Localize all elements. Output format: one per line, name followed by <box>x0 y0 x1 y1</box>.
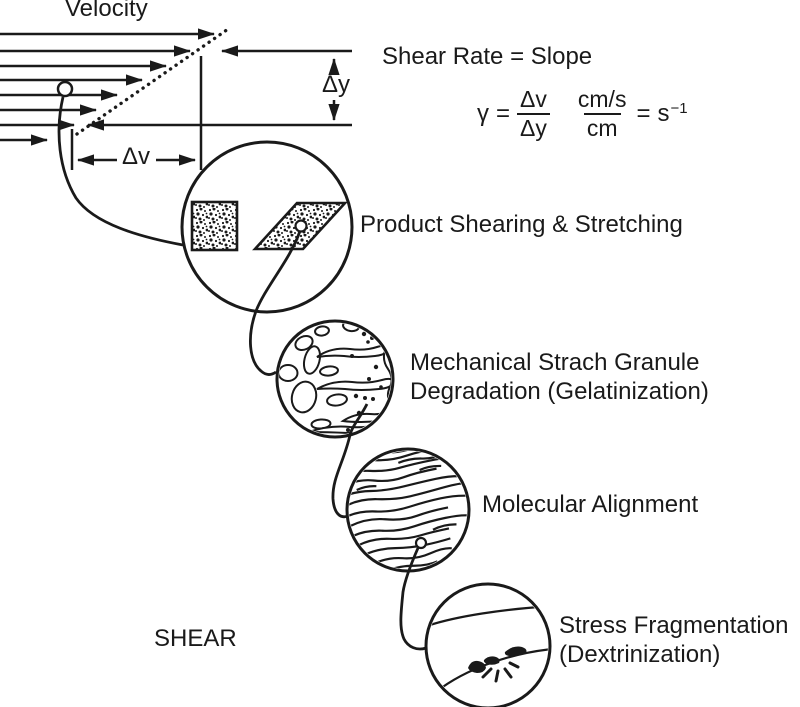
callout-curve-1-2 <box>249 230 302 376</box>
stage-2-label-line2: Degradation (Gelatinization) <box>410 378 709 405</box>
delta-y-label: Δy <box>322 71 351 98</box>
equation-result: s−1 <box>657 100 687 128</box>
equation-equals-1: = <box>496 99 511 127</box>
shear-band-boundary-lines <box>70 45 352 170</box>
stage-4-circle-fragmentation <box>424 582 552 707</box>
stage-2-label-line1: Mechanical Strach Granule <box>410 349 700 376</box>
stage-4-label-line1: Stress Fragmentation <box>559 612 789 639</box>
stage-2-label: Mechanical Strach Granule Degradation (G… <box>410 348 709 406</box>
equation-denominator-dy: Δy <box>517 113 550 140</box>
callout-curve-2-3 <box>331 403 369 519</box>
stage-3-circle-alignment <box>341 444 471 651</box>
shear-rate-title: Shear Rate = Slope <box>382 43 593 70</box>
stage-4-label-line2: (Dextrinization) <box>559 641 721 668</box>
equation-numerator-units: cm/s <box>577 86 627 112</box>
stage-1-circle-shearing <box>180 140 354 376</box>
callout-curve-3-4 <box>399 547 427 651</box>
equation-denominator-units: cm <box>583 113 621 140</box>
equation-gamma: γ <box>477 99 489 127</box>
stage-3-label: Molecular Alignment <box>482 491 699 518</box>
equation-fraction-dv-dy: Δv Δy <box>517 87 550 140</box>
equation-result-exponent: −1 <box>670 99 688 117</box>
equation-fraction-units: cm/s cm <box>575 87 630 140</box>
delta-v-label: Δv <box>122 143 151 170</box>
shear-label: SHEAR <box>154 625 237 652</box>
equation-equals-2: = <box>636 99 651 127</box>
fracture-sparks-icon <box>481 661 520 683</box>
equation-result-base: s <box>657 99 670 127</box>
shear-rate-equation: γ = Δv Δy cm/s cm = s−1 <box>477 87 688 140</box>
equation-numerator-dv: Δv <box>520 86 547 112</box>
stage-2-circle-granules <box>275 319 395 519</box>
unsheared-square-icon <box>190 200 239 252</box>
fragment-debris-icon <box>468 646 527 673</box>
velocity-label: Velocity <box>65 0 148 22</box>
stage-4-label: Stress Fragmentation (Dextrinization) <box>559 611 788 669</box>
stage-1-label: Product Shearing & Stretching <box>360 211 683 238</box>
velocity-profile-arrows <box>0 28 215 146</box>
slope-dotted-line <box>75 25 233 136</box>
probe-point-callout <box>56 80 184 247</box>
